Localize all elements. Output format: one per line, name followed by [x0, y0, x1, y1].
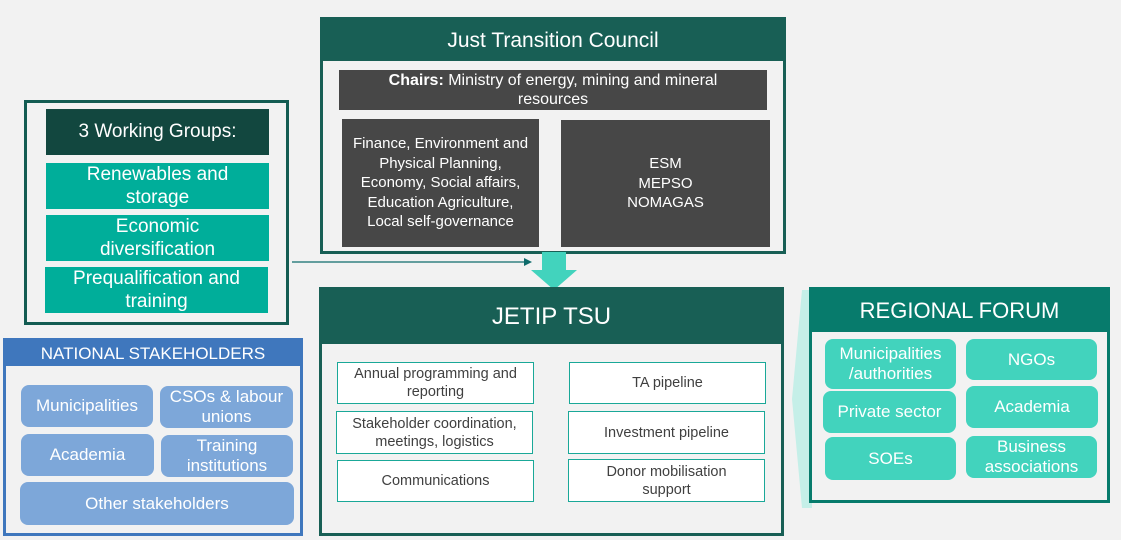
- council-ministries: Finance, Environment and Physical Planni…: [342, 119, 539, 247]
- chairs-text: Ministry of energy, mining and mineral r…: [443, 72, 718, 108]
- national-stakeholders-title: NATIONAL STAKEHOLDERS: [6, 341, 300, 366]
- soe-esm: ESM: [649, 155, 682, 173]
- regional-forum: REGIONAL FORUM Municipalities /authoriti…: [809, 287, 1110, 503]
- council-title: Just Transition Council: [323, 20, 783, 61]
- down-arrow-icon: [531, 252, 577, 290]
- working-groups: 3 Working Groups: Renewables and storage…: [24, 100, 289, 325]
- tsu-item-stakeholder-coordination: Stakeholder coordination, meetings, logi…: [336, 411, 533, 454]
- working-groups-title: 3 Working Groups:: [46, 109, 269, 155]
- forum-item-label: Business associations: [984, 437, 1079, 476]
- council-chairs: Chairs: Ministry of energy, mining and m…: [339, 70, 767, 110]
- stakeholder-label: Training institutions: [186, 436, 268, 475]
- stakeholder-training-institutions: Training institutions: [161, 435, 293, 477]
- just-transition-council: Just Transition Council Chairs: Ministry…: [320, 17, 786, 254]
- forum-soes: SOEs: [825, 437, 956, 480]
- forum-item-label: Municipalities /authorities: [839, 344, 942, 383]
- working-group-renewables: Renewables and storage: [46, 163, 269, 209]
- forum-item-label: NGOs: [1007, 349, 1056, 369]
- tsu-item-label: Investment pipeline: [604, 424, 729, 441]
- council-soes: ESM MEPSO NOMAGAS: [561, 120, 770, 247]
- forum-item-label: Private sector: [837, 402, 942, 421]
- forum-item-label: SOEs: [868, 448, 913, 468]
- working-group-prequalification: Prequalification and training: [45, 267, 268, 313]
- stakeholder-label: Other stakeholders: [85, 493, 229, 513]
- working-group-label: Prequalification and training: [73, 268, 240, 312]
- forum-private-sector: Private sector: [823, 391, 956, 433]
- tsu-item-investment-pipeline: Investment pipeline: [568, 411, 765, 454]
- jetip-tsu: JETIP TSU Annual programming and reporti…: [319, 287, 784, 536]
- tsu-item-donor-mobilisation: Donor mobilisation support: [568, 459, 765, 502]
- soe-nomagas: NOMAGAS: [627, 194, 704, 212]
- tsu-title: JETIP TSU: [322, 290, 781, 344]
- tsu-item-label: TA pipeline: [632, 375, 703, 391]
- soe-mepso: MEPSO: [638, 174, 693, 192]
- tsu-item-ta-pipeline: TA pipeline: [569, 362, 766, 404]
- national-stakeholders: NATIONAL STAKEHOLDERS Municipalities CSO…: [3, 338, 303, 536]
- tsu-item-label: Donor mobilisation support: [606, 463, 727, 498]
- regional-forum-title: REGIONAL FORUM: [812, 290, 1107, 332]
- tsu-item-label: Communications: [381, 473, 490, 489]
- ministries-text: Finance, Environment and Physical Planni…: [352, 135, 529, 231]
- tsu-item-communications: Communications: [337, 460, 534, 502]
- stakeholder-other: Other stakeholders: [20, 482, 294, 525]
- forum-business-associations: Business associations: [966, 436, 1097, 478]
- tsu-item-annual-programming: Annual programming and reporting: [337, 362, 534, 404]
- stakeholder-academia: Academia: [21, 434, 154, 476]
- tsu-item-label: Annual programming and reporting: [354, 366, 517, 400]
- stakeholder-label: Academia: [49, 445, 126, 464]
- chairs-label: Chairs:: [388, 72, 444, 89]
- stakeholder-label: CSOs & labour unions: [169, 387, 284, 426]
- forum-academia: Academia: [966, 386, 1098, 428]
- working-group-label: Economic diversification: [99, 216, 216, 260]
- forum-item-label: Academia: [994, 397, 1070, 416]
- working-group-label: Renewables and storage: [86, 164, 229, 208]
- forum-ngos: NGOs: [966, 339, 1097, 380]
- stakeholder-municipalities: Municipalities: [21, 385, 153, 427]
- chevron-left-icon: [792, 290, 812, 508]
- working-group-economic: Economic diversification: [46, 215, 269, 261]
- tsu-item-label: Stakeholder coordination, meetings, logi…: [352, 415, 517, 450]
- connector-arrow-icon: [292, 258, 532, 266]
- stakeholder-label: Municipalities: [35, 396, 139, 415]
- stakeholder-csos: CSOs & labour unions: [160, 386, 293, 428]
- forum-municipalities: Municipalities /authorities: [825, 339, 956, 389]
